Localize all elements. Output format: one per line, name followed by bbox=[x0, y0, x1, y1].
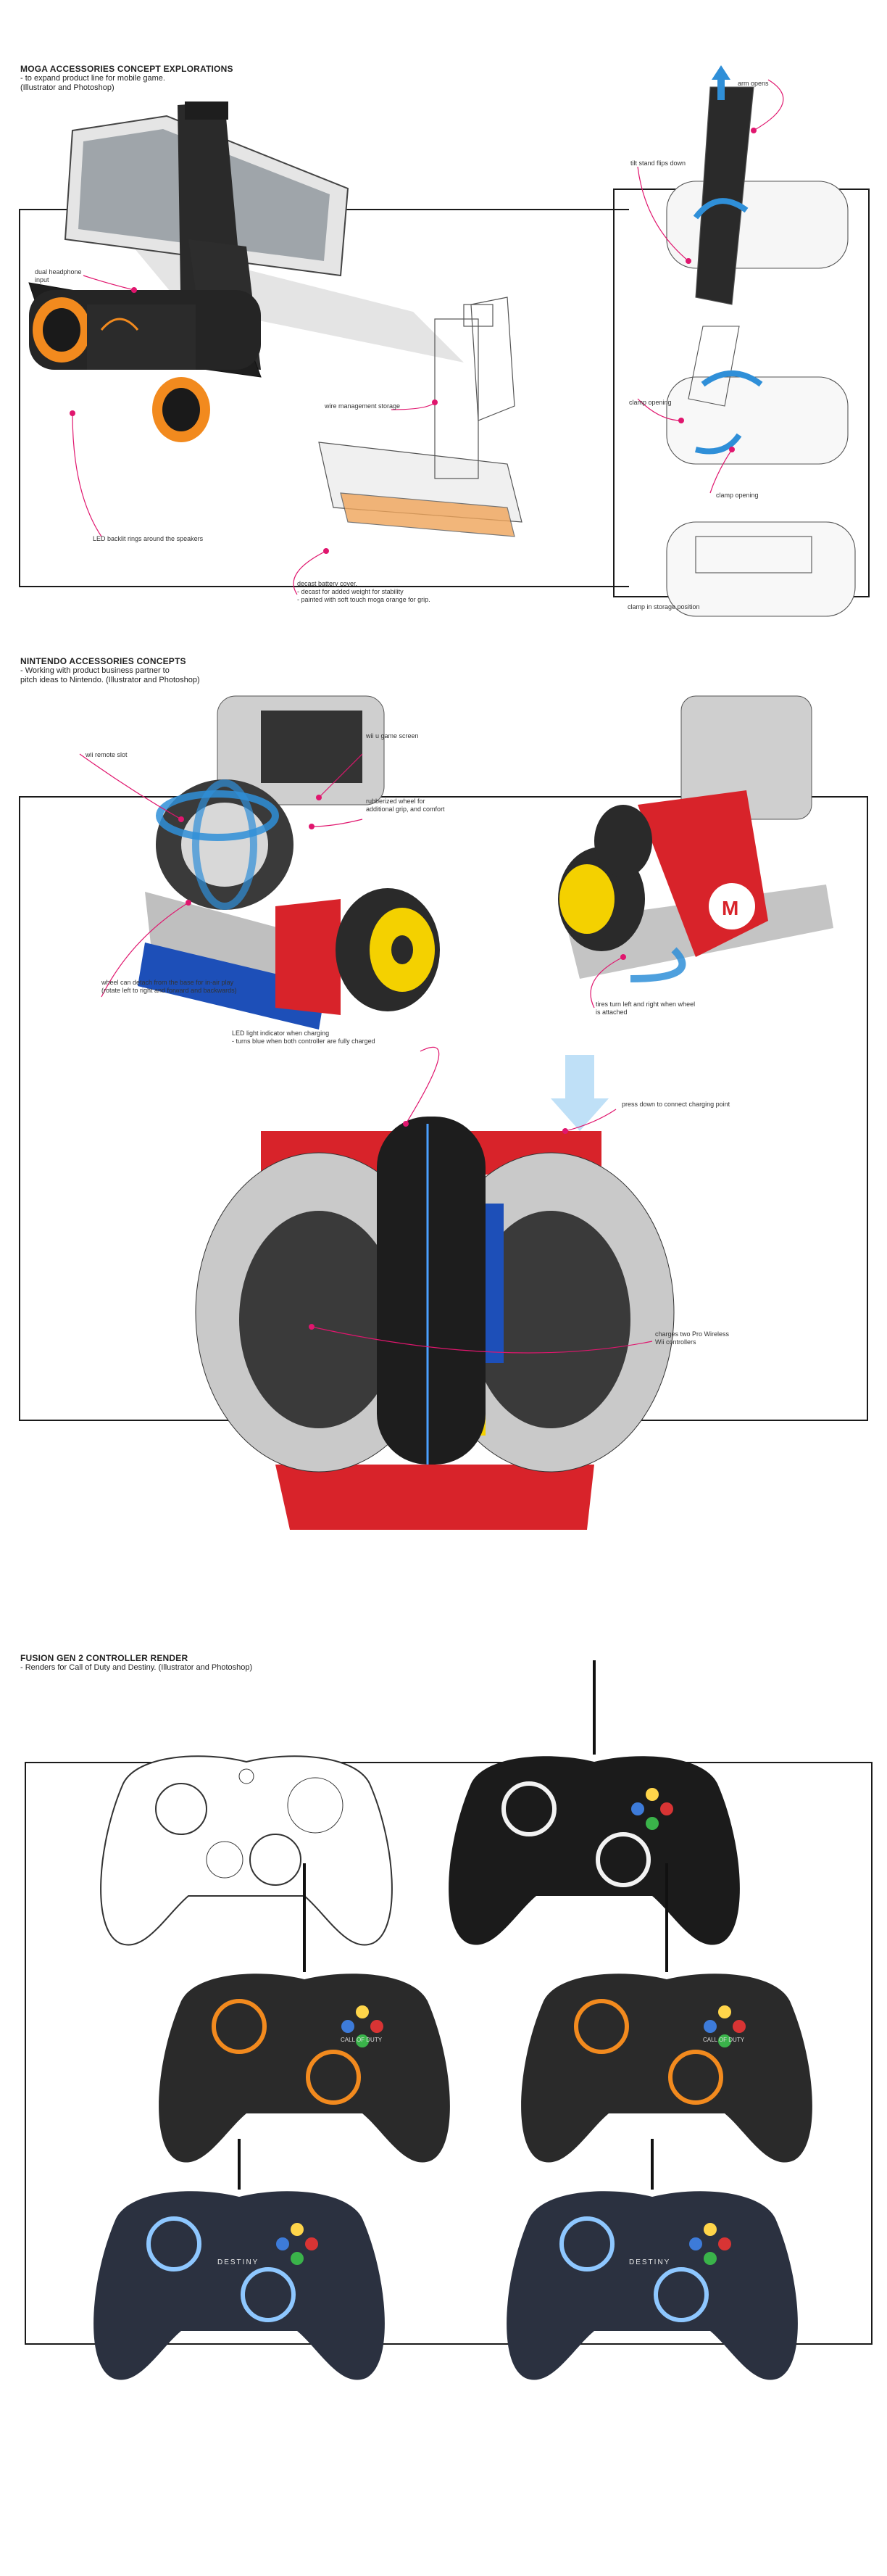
controller-label-cod-2: CALL OF DUTY bbox=[703, 2037, 745, 2043]
controller-line-art bbox=[100, 1755, 393, 1946]
pro-controller-charger bbox=[195, 1055, 675, 1530]
callout-led-charging: LED light indicator when charging - turn… bbox=[232, 1030, 375, 1045]
fusion-frame bbox=[25, 1762, 873, 2345]
callout-wheel-detach: wheel can detach from the base for in-ai… bbox=[101, 979, 237, 994]
wire-stand-sketch bbox=[318, 297, 522, 537]
controller-cod-1 bbox=[159, 1863, 450, 2163]
fusion-section-subtitle: - Renders for Call of Duty and Destiny. … bbox=[20, 1663, 253, 1672]
moga-section-title: MOGA ACCESSORIES CONCEPT EXPLORATIONS bbox=[20, 64, 233, 74]
nintendo-section-subtitle: - Working with product business partner … bbox=[20, 666, 200, 684]
blue-arrows-moga bbox=[693, 65, 763, 455]
callout-press-down: press down to connect charging point bbox=[622, 1101, 730, 1108]
blue-rotation-arrows bbox=[156, 779, 279, 910]
callout-charges-pro: charges two Pro Wireless Wii controllers bbox=[655, 1330, 730, 1346]
controller-label-cod-1: CALL OF DUTY bbox=[341, 2037, 383, 2043]
callout-arm-opens: arm opens bbox=[738, 80, 769, 87]
controller-destiny-2 bbox=[507, 2139, 798, 2380]
controller-label-destiny-1: DESTINY bbox=[217, 2258, 259, 2266]
speaker-base bbox=[28, 282, 262, 442]
mario-kart-stand: M bbox=[558, 695, 833, 982]
nintendo-leaders bbox=[79, 753, 653, 1354]
controller-cod-2 bbox=[521, 1863, 812, 2163]
callout-wire-management: wire management storage bbox=[325, 402, 401, 410]
fusion-section-title: FUSION GEN 2 CONTROLLER RENDER bbox=[20, 1653, 188, 1663]
callout-battery-cover: decast battery cover. - decast for added… bbox=[297, 580, 430, 603]
controller-black bbox=[449, 1660, 740, 1945]
callout-tilt-stand: tilt stand flips down bbox=[630, 160, 686, 167]
wiiu-wheel-stand bbox=[138, 695, 440, 1030]
controller-destiny-1 bbox=[93, 2139, 385, 2380]
moga-leaders bbox=[70, 79, 784, 595]
callout-rubber-wheel: rubberized wheel for additional grip, an… bbox=[366, 798, 445, 813]
callout-wii-remote-slot: wii remote slot bbox=[86, 751, 128, 758]
callout-clamp-storage: clamp in storage position bbox=[628, 603, 700, 610]
callout-clamp-opening-1: clamp opening bbox=[629, 399, 672, 406]
nintendo-section-title: NINTENDO ACCESSORIES CONCEPTS bbox=[20, 656, 186, 666]
svg-text:M: M bbox=[722, 897, 738, 919]
controller-label-destiny-2: DESTINY bbox=[629, 2258, 671, 2266]
callout-clamp-opening-2: clamp opening bbox=[716, 492, 759, 499]
callout-wiiu-screen: wii u game screen bbox=[366, 732, 419, 740]
moga-section-subtitle: - to expand product line for mobile game… bbox=[20, 74, 165, 92]
callout-led-rings: LED backlit rings around the speakers bbox=[93, 535, 204, 542]
callout-tires-turn: tires turn left and right when wheel is … bbox=[596, 1001, 696, 1016]
callout-headphone: dual headphone input bbox=[35, 268, 82, 283]
